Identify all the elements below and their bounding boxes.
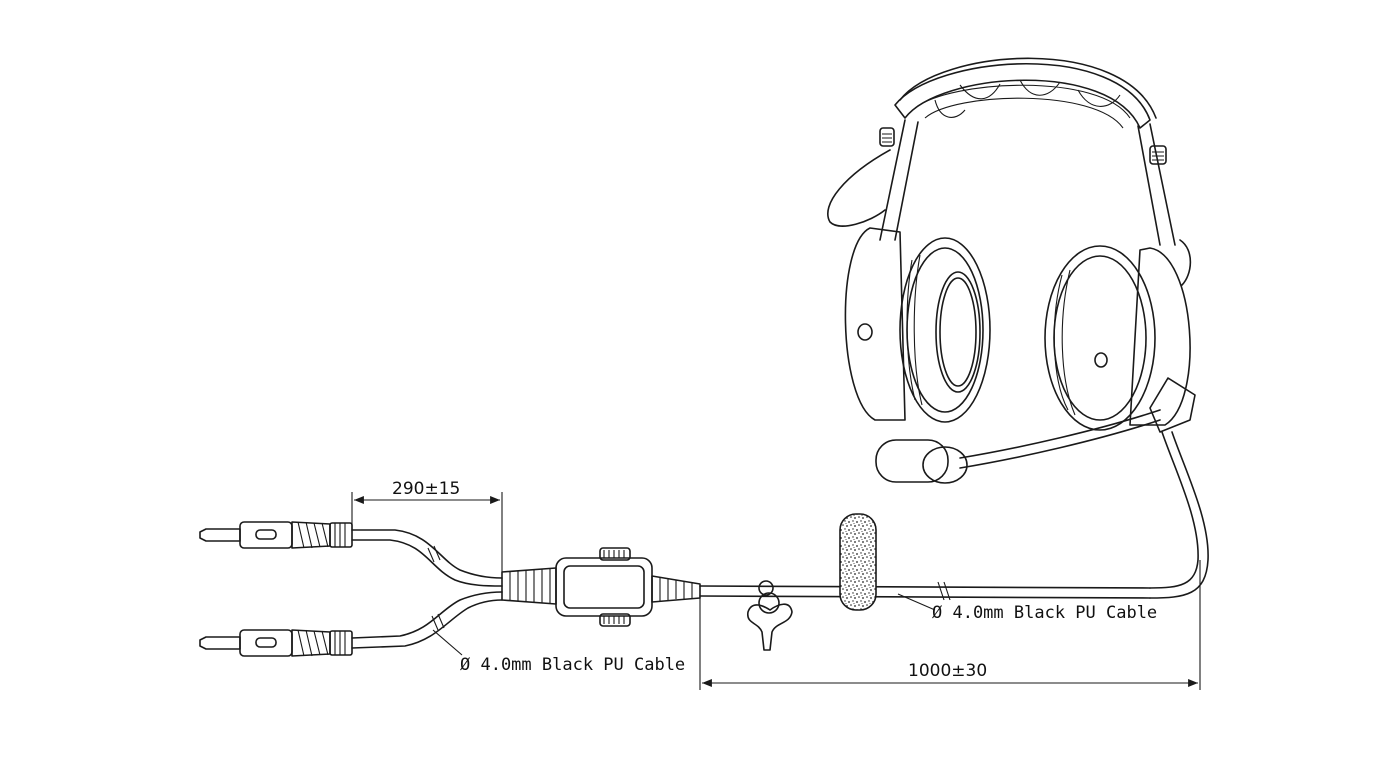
dimension-split <box>351 492 503 572</box>
lower-plug <box>199 629 353 657</box>
headset <box>827 57 1209 599</box>
dim-main-label: 1000±30 <box>908 661 987 681</box>
main-cable <box>699 581 1151 601</box>
upper-plug <box>199 521 353 549</box>
dimension-main <box>699 560 1201 690</box>
junction-box <box>501 547 701 627</box>
cable-label-upper: Ø 4.0mm Black PU Cable <box>932 603 1157 623</box>
cable-label-lower: Ø 4.0mm Black PU Cable <box>460 655 685 675</box>
dim-split-label: 290±15 <box>392 479 460 499</box>
split-cables <box>351 529 503 649</box>
leader-lower <box>432 629 463 656</box>
key-ring <box>747 580 793 651</box>
clothing-clip <box>839 513 877 611</box>
leader-upper <box>897 593 936 611</box>
